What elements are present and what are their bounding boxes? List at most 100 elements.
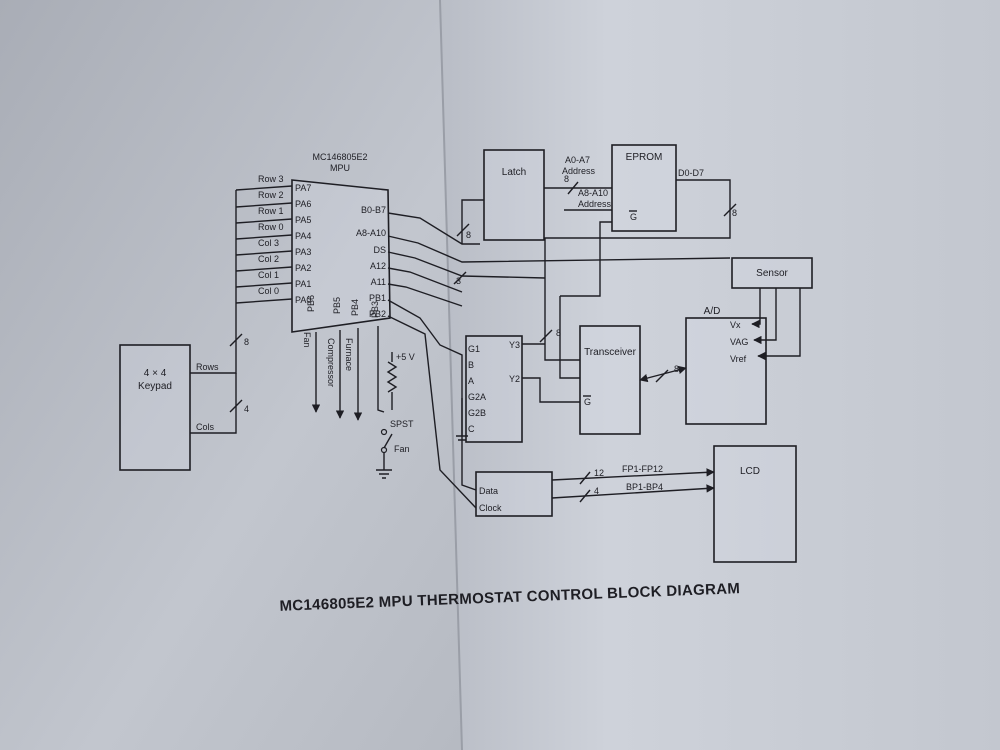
page-left	[0, 0, 462, 750]
rows-bus-tick	[229, 333, 243, 347]
decoder-y2-wire	[522, 377, 580, 403]
latch-label: Latch	[502, 167, 526, 178]
latch-input-tick	[456, 223, 470, 237]
eprom-data-width: 8	[732, 208, 737, 218]
transceiver-label: Transceiver	[584, 347, 637, 358]
matrix-col1: Col 1	[258, 270, 279, 280]
wire-pb1	[387, 299, 477, 491]
mpu-pin-pa7: PA7	[295, 183, 311, 193]
bus-a0-a7-width: 8	[564, 174, 569, 184]
mpu-pin-pb6: PB6	[306, 295, 316, 312]
book-gutter	[439, 0, 463, 750]
matrix-row2: Row 2	[258, 190, 284, 200]
lcd-driver-block	[475, 471, 553, 517]
mpu-block	[291, 179, 391, 333]
ad-label: A/D	[704, 306, 721, 317]
latch-input-width: 8	[466, 230, 471, 240]
gutter-bus-tick	[453, 271, 467, 285]
transceiver-ad-bus	[639, 365, 687, 383]
sensor-vx-wire	[751, 288, 761, 329]
bus-fp-width: 12	[594, 468, 604, 478]
bus-bp	[551, 484, 715, 499]
decoder-ground	[456, 398, 468, 441]
bus-bp-label: BP1-BP4	[626, 482, 663, 492]
eprom-label: EPROM	[626, 152, 663, 163]
output-fan-label: Fan	[302, 332, 312, 348]
pullup-resistor	[386, 361, 398, 393]
sensor-block	[731, 257, 813, 289]
keypad-block	[119, 344, 191, 471]
matrix-row1: Row 1	[258, 206, 284, 216]
ad-block	[685, 317, 767, 425]
bus-a0-a7-sublabel: Address	[562, 166, 596, 176]
mpu-pin-pa6: PA6	[295, 199, 311, 209]
mpu-pin-pa3: PA3	[295, 247, 311, 257]
wire-pb2	[387, 315, 477, 509]
matrix-col0: Col 0	[258, 286, 279, 296]
rows-bus-width: 8	[244, 337, 249, 347]
lcd-driver-clock: Clock	[479, 503, 502, 513]
latch-input-wire	[461, 199, 484, 244]
lcd-label: LCD	[740, 466, 760, 477]
mpu-pin-pa0: PA0	[295, 295, 311, 305]
keypad-cols-wire	[190, 373, 237, 434]
decoder-pin-g2b: G2B	[468, 408, 486, 418]
switch-label: SPST	[390, 419, 414, 429]
mpu-part-number: MC146805E2	[312, 152, 367, 162]
pb3-wire	[377, 326, 385, 413]
decoder-pin-y3: Y3	[509, 340, 520, 350]
bus-bp-width: 4	[594, 486, 599, 496]
keypad-label-line1: 4 × 4	[144, 368, 167, 379]
eprom-g-pin: G	[630, 212, 637, 222]
decoder-pin-g2a: G2A	[468, 392, 486, 402]
keypad-label-line2: Keypad	[138, 381, 172, 392]
bus-b0-b7	[387, 212, 480, 245]
bus-fp-tick	[579, 471, 591, 485]
decoder-pin-a: A	[468, 376, 474, 386]
wire-ds	[387, 251, 546, 279]
mpu-pin-pb2: PB2	[369, 309, 386, 319]
eprom-data-label: D0-D7	[678, 168, 704, 178]
transceiver-g-pin: G	[584, 397, 591, 407]
latch-block	[483, 149, 545, 241]
switch-ground	[376, 452, 392, 479]
lcd-block	[713, 445, 797, 563]
decoder-pin-c: C	[468, 424, 475, 434]
transceiver-block	[579, 325, 641, 435]
mpu-pin-pb4: PB4	[350, 299, 360, 316]
bus-fp-label: FP1-FP12	[622, 464, 663, 474]
switch-lever	[383, 433, 393, 449]
matrix-row3: Row 3	[258, 174, 284, 184]
ad-bus-tick	[655, 369, 669, 383]
decoder-block	[465, 335, 523, 443]
decoder-pin-y2: Y2	[509, 374, 520, 384]
mpu-pin-pa4: PA4	[295, 231, 311, 241]
transceiver-bus	[544, 330, 580, 361]
wire-a12	[387, 267, 463, 293]
mpu-pin-pa5: PA5	[295, 215, 311, 225]
eprom-data-bus	[544, 179, 731, 330]
sensor-vag-wire	[753, 288, 777, 345]
bus-fp	[551, 468, 715, 481]
mpu-pin-pa2: PA2	[295, 263, 311, 273]
mpu-pin-pb5: PB5	[332, 297, 342, 314]
eprom-data-tick	[723, 203, 737, 217]
mpu-pin-a11: A11	[371, 277, 386, 287]
decoder-pin-g1: G1	[468, 344, 480, 354]
matrix-col2: Col 2	[258, 254, 279, 264]
mpu-pin-a12: A12	[370, 261, 386, 271]
eprom-g-drop	[559, 296, 580, 379]
sensor-label: Sensor	[756, 268, 788, 279]
mpu-name: MPU	[330, 163, 350, 173]
mpu-pin-a8-a10: A8-A10	[356, 228, 386, 238]
mpu-pin-b0-b7: B0-B7	[361, 205, 386, 215]
bus-a8-a10-sublabel: Address	[578, 199, 612, 209]
ad-vref: Vref	[730, 354, 747, 364]
matrix-col3: Col 3	[258, 238, 279, 248]
mpu-pin-pb1: PB1	[369, 293, 386, 303]
bus-a0-a7-label: A0-A7	[565, 155, 590, 165]
cols-bus-tick	[229, 399, 243, 413]
keypad-rows-label: Rows	[196, 362, 219, 372]
transceiver-bus-tick	[539, 329, 553, 343]
transceiver-bus-width: 8	[556, 328, 561, 338]
